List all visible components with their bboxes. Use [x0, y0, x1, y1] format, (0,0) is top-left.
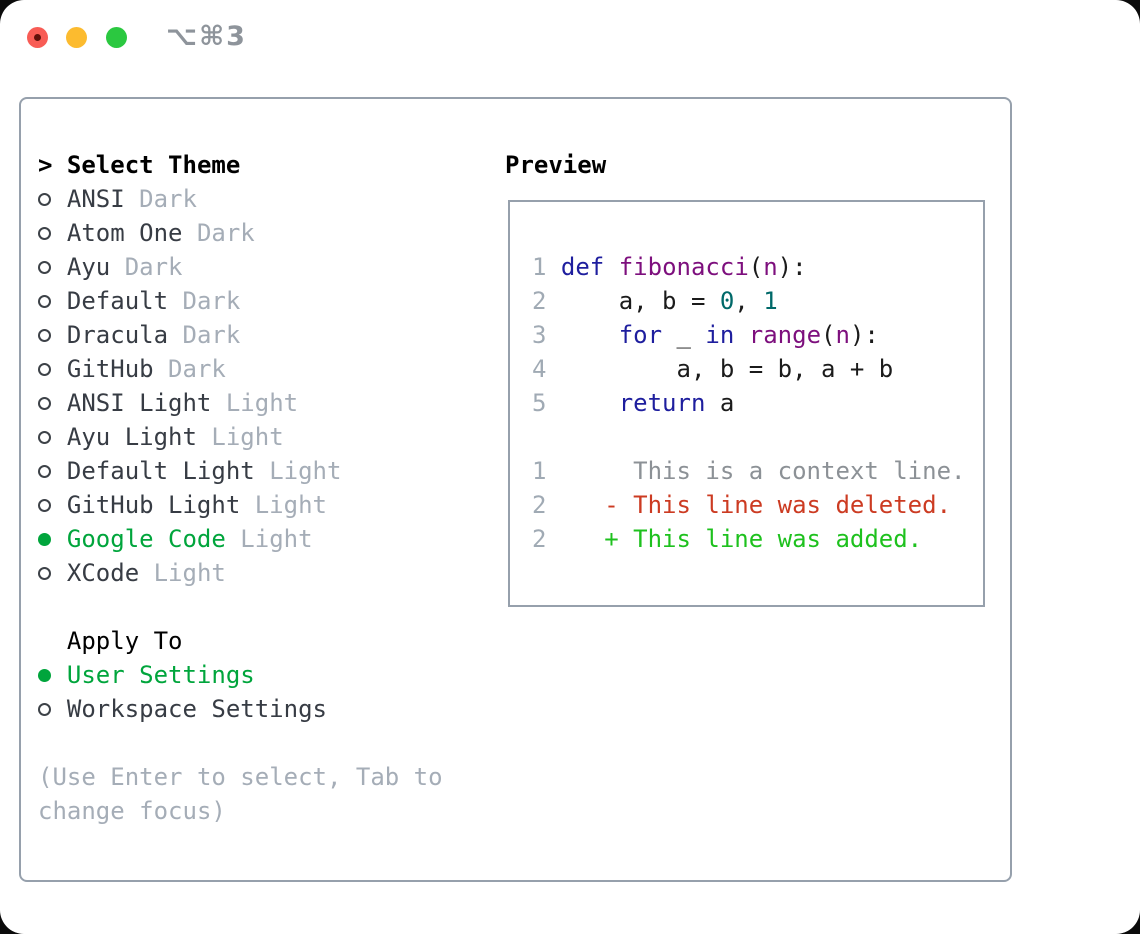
titlebar: ⌥⌘3 — [0, 0, 1140, 74]
theme-picker-panel: > Select Theme ANSI Dark Atom One Dark A… — [19, 97, 1012, 882]
theme-option-google-code[interactable]: Google Code Light — [38, 522, 443, 556]
option-label: ANSI — [66, 185, 125, 213]
spacer-row — [38, 590, 443, 624]
code-line: 2 a, b = 0, 1 — [532, 287, 778, 315]
option-label: User Settings — [66, 661, 255, 689]
radio-icon — [38, 454, 52, 488]
theme-option-ansi[interactable]: ANSI Dark — [38, 182, 443, 216]
theme-variant-label: Dark — [182, 321, 241, 349]
select-theme-label: Select Theme — [66, 151, 241, 179]
theme-variant-label: Dark — [196, 219, 255, 247]
preview-header: Preview — [505, 151, 607, 179]
radio-icon — [38, 216, 52, 250]
preview-code: 1 def fibonacci(n): 2 a, b = 0, 1 3 for _ … — [510, 202, 983, 556]
theme-option-github[interactable]: GitHub Dark — [38, 352, 443, 386]
radio-icon — [38, 318, 52, 352]
radio-icon — [38, 692, 52, 726]
sidebar: > Select Theme ANSI Dark Atom One Dark A… — [38, 148, 443, 828]
radio-icon — [38, 556, 52, 590]
radio-icon — [38, 386, 52, 420]
theme-option-ansi-light[interactable]: ANSI Light Light — [38, 386, 443, 420]
zoom-button[interactable] — [106, 27, 127, 48]
code-line: 5 return a — [532, 389, 735, 417]
radio-icon — [38, 250, 52, 284]
code-line: 4 a, b = b, a + b — [532, 355, 894, 383]
option-label: Default Light — [66, 457, 255, 485]
radio-icon — [38, 284, 52, 318]
radio-selected-icon — [38, 658, 52, 692]
code-line: 2 - This line was deleted. — [532, 491, 952, 519]
prompt-caret-icon: > — [38, 151, 53, 179]
apply-to-header: Apply To — [66, 627, 183, 655]
theme-variant-label: Light — [240, 525, 313, 553]
option-label: XCode — [66, 559, 140, 587]
theme-option-dracula[interactable]: Dracula Dark — [38, 318, 443, 352]
radio-icon — [38, 352, 52, 386]
spacer-row — [38, 726, 443, 760]
theme-option-atom-one[interactable]: Atom One Dark — [38, 216, 443, 250]
option-label: GitHub Light — [66, 491, 241, 519]
code-line: 1 def fibonacci(n): — [532, 253, 807, 281]
theme-option-github-light[interactable]: GitHub Light Light — [38, 488, 443, 522]
option-label: Dracula — [66, 321, 169, 349]
window-shortcut-label: ⌥⌘3 — [166, 21, 247, 52]
option-label: Workspace Settings — [66, 695, 327, 723]
option-label: GitHub — [66, 355, 154, 383]
option-label: Atom One — [66, 219, 183, 247]
option-label: Ayu — [66, 253, 111, 281]
theme-option-ayu[interactable]: Ayu Dark — [38, 250, 443, 284]
theme-list: ANSI Dark Atom One Dark Ayu Dark Default… — [38, 182, 443, 590]
radio-icon — [38, 420, 52, 454]
option-label: ANSI Light — [66, 389, 212, 417]
radio-selected-icon — [38, 522, 52, 556]
code-line: 3 for _ in range(n): — [532, 321, 879, 349]
select-theme-header: > Select Theme — [38, 148, 443, 182]
radio-icon — [38, 488, 52, 522]
theme-variant-label: Light — [211, 423, 284, 451]
theme-option-xcode[interactable]: XCode Light — [38, 556, 443, 590]
minimize-button[interactable] — [66, 27, 87, 48]
theme-option-default-light[interactable]: Default Light Light — [38, 454, 443, 488]
apply-option-user-settings[interactable]: User Settings — [38, 658, 443, 692]
help-text-line1: (Use Enter to select, Tab to — [38, 763, 443, 791]
theme-variant-label: Light — [269, 457, 342, 485]
radio-icon — [38, 182, 52, 216]
option-label: Google Code — [66, 525, 226, 553]
theme-option-default[interactable]: Default Dark — [38, 284, 443, 318]
apply-option-workspace-settings[interactable]: Workspace Settings — [38, 692, 443, 726]
help-text-line2: change focus) — [38, 797, 226, 825]
theme-variant-label: Light — [153, 559, 226, 587]
theme-variant-label: Light — [225, 389, 299, 417]
apply-list: User Settings Workspace Settings — [38, 658, 443, 726]
option-label: Default — [66, 287, 169, 315]
code-line: 2 + This line was added. — [532, 525, 923, 553]
theme-variant-label: Dark — [168, 355, 226, 383]
preview-box: 1 def fibonacci(n): 2 a, b = 0, 1 3 for _ … — [508, 200, 985, 607]
option-label: Ayu Light — [66, 423, 197, 451]
close-button[interactable] — [27, 27, 48, 48]
theme-variant-label: Dark — [182, 287, 241, 315]
theme-variant-label: Dark — [124, 253, 183, 281]
code-line: 1 This is a context line. — [532, 457, 966, 485]
code-line — [532, 420, 983, 454]
theme-variant-label: Light — [254, 491, 327, 519]
theme-option-ayu-light[interactable]: Ayu Light Light — [38, 420, 443, 454]
close-dot-icon — [34, 34, 41, 41]
theme-variant-label: Dark — [139, 185, 197, 213]
